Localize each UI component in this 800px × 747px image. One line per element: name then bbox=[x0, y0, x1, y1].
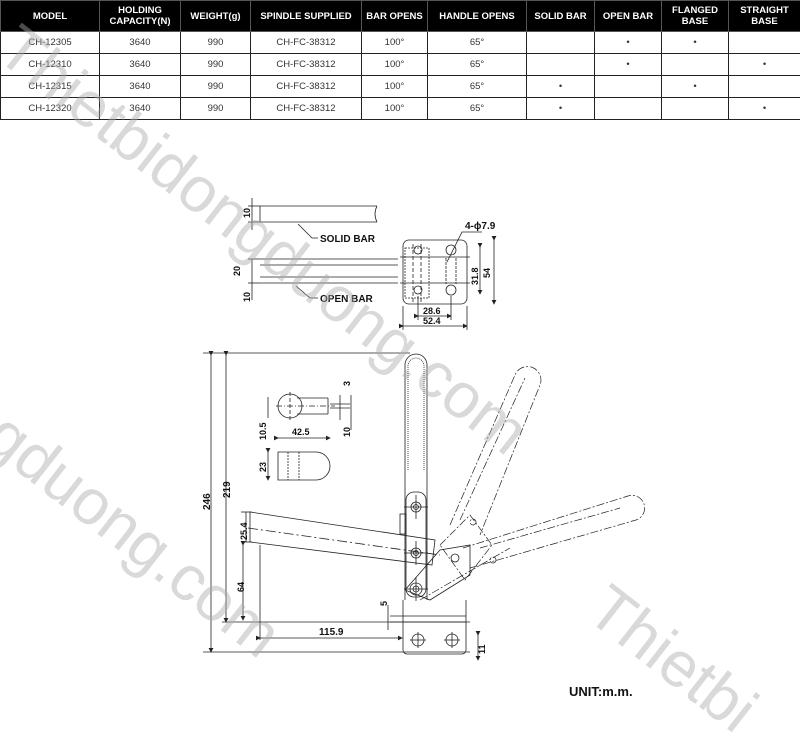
dim-solid-bar-thickness: 10 bbox=[242, 208, 252, 218]
dim-base-thickness: 11 bbox=[477, 644, 487, 654]
dim-open-bar-thickness: 10 bbox=[242, 292, 252, 302]
dim-overall-height: 246 bbox=[202, 493, 213, 510]
dim-open-bar-width: 20 bbox=[232, 266, 242, 276]
dim-base-height: 54 bbox=[482, 268, 492, 278]
dim-slot-radius: 10.5 bbox=[258, 422, 268, 440]
dim-spindle-height: 219 bbox=[222, 481, 233, 498]
label-holes: 4-ϕ7.9 bbox=[465, 221, 496, 232]
dim-handle-height: 64 bbox=[236, 582, 246, 592]
dim-base-hole-pitch-v: 31.8 bbox=[470, 267, 480, 285]
dim-handle-width: 25.4 bbox=[239, 522, 249, 540]
dim-slot-thickness: 10 bbox=[342, 427, 352, 437]
open-bar-view: 20 10 OPEN BAR bbox=[232, 259, 398, 305]
arm-detail-view: 3 10 10.5 42.5 23 bbox=[258, 381, 352, 480]
dim-gap: 5 bbox=[379, 601, 389, 606]
dim-arm-height: 23 bbox=[258, 462, 268, 472]
dim-slot-width: 3 bbox=[342, 381, 352, 386]
label-open-bar: OPEN BAR bbox=[320, 294, 374, 305]
dim-arm-length: 42.5 bbox=[292, 427, 310, 437]
base-plate-view: 4-ϕ7.9 31.8 54 28.6 52.4 bbox=[400, 221, 496, 330]
dim-base-width: 52.4 bbox=[423, 316, 441, 326]
solid-bar-view: 10 SOLID BAR bbox=[242, 198, 377, 245]
dim-reach: 115.9 bbox=[319, 627, 344, 638]
label-solid-bar: SOLID BAR bbox=[320, 234, 376, 245]
unit-label: UNIT:m.m. bbox=[569, 684, 633, 699]
dim-base-hole-pitch-h: 28.6 bbox=[423, 306, 441, 316]
technical-drawing: 10 SOLID BAR 20 10 OPEN BAR 4-ϕ7.9 31.8 bbox=[0, 0, 800, 715]
